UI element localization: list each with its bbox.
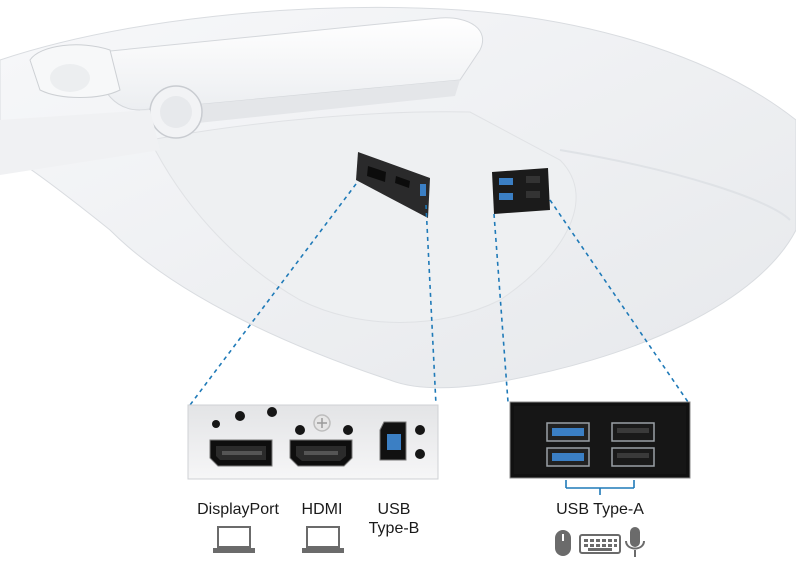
displayport-port xyxy=(209,439,273,467)
usb-a-blue-ports xyxy=(546,422,590,467)
usb-a-bracket xyxy=(565,480,635,495)
label-hdmi: HDMI xyxy=(301,501,343,518)
monitor-port-cluster-video xyxy=(356,152,430,218)
zoom-panel-usb-a xyxy=(509,401,691,479)
callout-lines xyxy=(189,183,689,406)
usb-a-black-ports xyxy=(611,422,655,467)
microphone-icon xyxy=(625,527,645,557)
keyboard-icon xyxy=(579,534,621,554)
label-usb-type-b-line2: Type-B xyxy=(368,520,420,537)
label-usb-type-a: USB Type-A xyxy=(556,501,644,518)
label-usb-type-b: USB Type-B xyxy=(364,500,424,538)
zoom-panel-video xyxy=(187,404,439,480)
mouse-icon xyxy=(555,530,571,556)
usb-type-b-port xyxy=(379,421,407,461)
laptop-icon xyxy=(302,526,344,553)
monitor-port-cluster-usb xyxy=(492,168,550,214)
label-usb-type-b-line1: USB xyxy=(377,501,411,518)
laptop-icon xyxy=(213,526,255,553)
hdmi-port xyxy=(289,439,353,467)
label-displayport: DisplayPort xyxy=(197,501,279,518)
